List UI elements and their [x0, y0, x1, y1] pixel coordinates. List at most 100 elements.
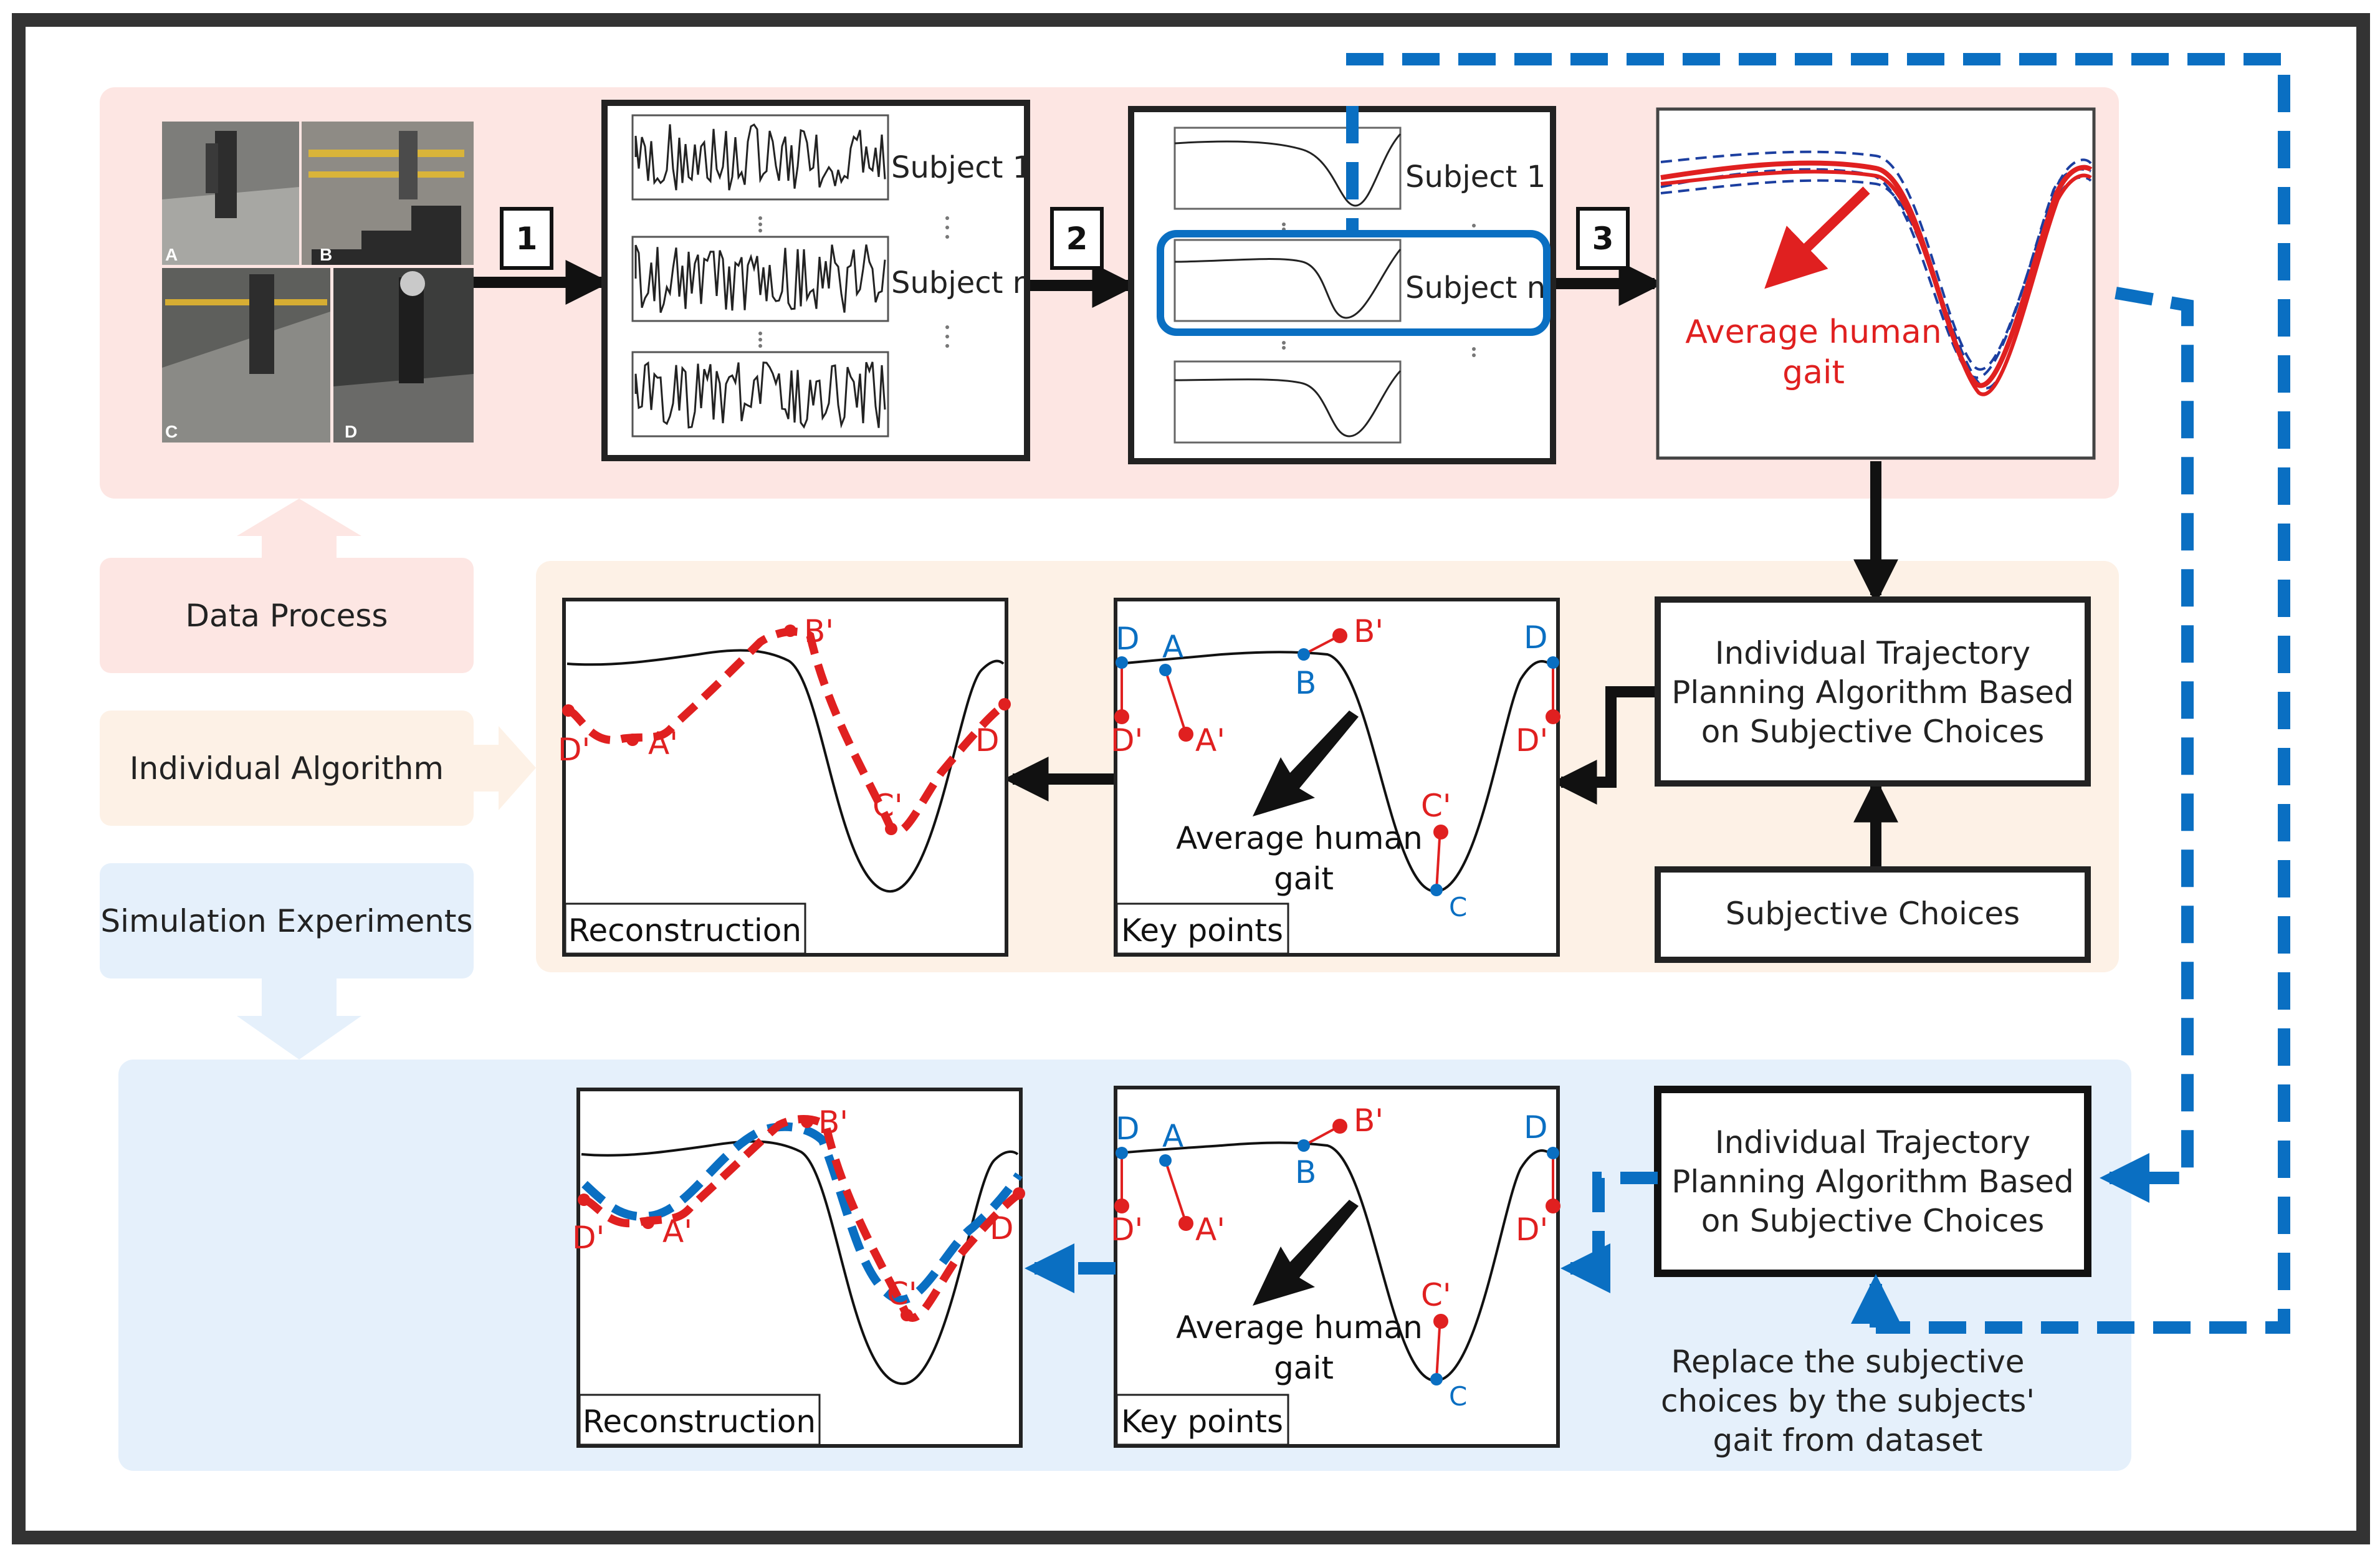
- rec-mid-label-box: [564, 902, 806, 955]
- kp-mid-label-box: [1116, 902, 1289, 955]
- curves-subjectn-label: Subject n: [1405, 270, 1546, 305]
- emg-subjectn-label: Subject n: [891, 266, 1031, 300]
- kp-bot-c-prime: C': [1421, 1277, 1451, 1313]
- kp-bot-d-prime-right: D': [1516, 1212, 1548, 1248]
- kp-mid-avg-line1: Average human: [1176, 820, 1423, 856]
- emg-trace-3: [634, 361, 886, 429]
- stairs-photo-b: [302, 122, 474, 265]
- kp-mid-c: C: [1449, 892, 1467, 922]
- curve-subject-n: [1174, 249, 1402, 319]
- kp-bot-a-prime: A': [1195, 1212, 1225, 1248]
- kp-bot-b-prime: B': [1354, 1103, 1384, 1139]
- kp-bot-b: B: [1295, 1154, 1316, 1190]
- kp-mid-d-prime-right: D': [1516, 722, 1548, 758]
- kp-mid-label: Key points: [1121, 912, 1283, 949]
- step3-box: [1576, 207, 1630, 270]
- kp-bot-avg-line1: Average human: [1176, 1309, 1423, 1346]
- curve-subject-1: [1174, 133, 1402, 207]
- keypoints-panel-bottom: [1114, 1086, 1560, 1448]
- blue-loop-dashed-line: [1346, 53, 2290, 1334]
- rec-mid-b-prime: B': [804, 613, 834, 649]
- subjective-choices-label: Subjective Choices: [1726, 896, 2020, 932]
- reconstruction-panel-mid: [562, 598, 1011, 957]
- simulation-label-box: [100, 863, 474, 978]
- algorithm-box: [1655, 596, 2091, 787]
- kp-mid-d-prime-left: D': [1111, 722, 1143, 758]
- curves-subject1-label: Subject 1: [1405, 160, 1546, 194]
- individual-algorithm-right-arrow: [474, 726, 536, 810]
- step3-label: 3: [1592, 221, 1614, 257]
- treadmill-photo-a: [162, 122, 299, 265]
- emg-trace-n: [634, 244, 886, 313]
- average-to-bottom-algorithm-dashed: [2100, 287, 2194, 1203]
- individual-algorithm-label-box: [100, 711, 474, 826]
- emg-subject1-label: Subject 1: [891, 150, 1031, 185]
- step2-box: [1050, 207, 1104, 270]
- rec-mid-c-prime: C': [872, 788, 903, 824]
- replace-note-line2: choices by the subjects': [1661, 1383, 2035, 1419]
- kp-bot-avg-line2: gait: [1274, 1350, 1334, 1386]
- kp-mid-a-prime: A': [1195, 722, 1225, 758]
- kp-mid-b: B: [1295, 665, 1316, 701]
- avg-red-2: [1660, 170, 2092, 396]
- curve-box-n: [1173, 239, 1402, 322]
- rec-bot-a-prime: A': [662, 1213, 692, 1250]
- rec-bot-c-prime: C': [887, 1276, 917, 1312]
- average-gait-line1: Average human: [1685, 313, 1941, 351]
- algorithm-bottom-line3: on Subjective Choices: [1701, 1203, 2045, 1239]
- reconstruction-panel-bottom: [576, 1088, 1025, 1448]
- kp-mid-a: A: [1162, 629, 1183, 665]
- rec-mid-label: Reconstruction: [568, 912, 801, 949]
- kp-mid-avg-line2: gait: [1274, 861, 1334, 897]
- kp-bot-c: C: [1449, 1381, 1467, 1412]
- rec-mid-a-prime: A': [648, 725, 678, 762]
- rec-bot-b-prime: B': [818, 1104, 848, 1141]
- rec-bot-d: D: [990, 1210, 1014, 1246]
- rec-bot-label-box: [578, 1394, 821, 1446]
- kp-bot-d-left: D: [1116, 1111, 1140, 1147]
- step2-label: 2: [1066, 221, 1088, 257]
- kp-bot-label: Key points: [1121, 1404, 1283, 1440]
- data-process-label: Data Process: [186, 598, 388, 634]
- photo-label-c: C: [165, 422, 178, 441]
- simulation-experiments-label: Simulation Experiments: [100, 903, 472, 939]
- rec-mid-d-prime: D': [558, 732, 590, 768]
- step1-box: [500, 207, 553, 270]
- algorithm-line2: Planning Algorithm Based: [1671, 674, 2074, 711]
- algorithm-line1: Individual Trajectory: [1715, 635, 2030, 671]
- photo-label-a: A: [165, 245, 178, 264]
- keypoints-panel-mid: [1114, 598, 1560, 957]
- step1-label: 1: [516, 221, 538, 257]
- algorithm-box-bottom: [1654, 1086, 2091, 1277]
- average-gait-line2: gait: [1782, 354, 1845, 391]
- kp-bot-d-right: D: [1524, 1109, 1548, 1146]
- kp-mid-c-prime: C': [1421, 788, 1451, 824]
- kp-mid-d-right: D: [1524, 620, 1548, 656]
- average-pointer-arrow: [1764, 186, 1870, 289]
- kp-mid-b-prime: B': [1354, 613, 1384, 649]
- algorithm-bottom-line1: Individual Trajectory: [1715, 1124, 2030, 1160]
- simulation-down-arrow: [237, 978, 361, 1060]
- rec-bot-d-prime: D': [572, 1220, 605, 1256]
- kp-bot-label-box: [1116, 1394, 1289, 1446]
- algorithm-to-keypoints-arrow: [1552, 686, 1658, 805]
- photo-label-d: D: [345, 422, 357, 441]
- individual-algorithm-label: Individual Algorithm: [130, 750, 444, 787]
- replace-note-line3: gait from dataset: [1713, 1422, 1982, 1458]
- kp-bot-a: A: [1162, 1118, 1183, 1154]
- emg-trace-1: [634, 123, 886, 191]
- emg-ellipsis: [758, 216, 949, 348]
- subjective-choices-box: [1655, 866, 2091, 963]
- kp-mid-d-left: D: [1116, 621, 1140, 657]
- data-process-label-box: [100, 558, 474, 673]
- data-process-up-arrow: [237, 499, 361, 558]
- rec-bot-label: Reconstruction: [583, 1404, 816, 1440]
- algorithm-line3: on Subjective Choices: [1701, 714, 2045, 750]
- algorithm-bottom-line2: Planning Algorithm Based: [1671, 1164, 2074, 1200]
- curve-subject-3: [1174, 370, 1402, 438]
- photo-label-b: B: [320, 245, 332, 264]
- treadmill-photo-d: [333, 268, 474, 443]
- rec-mid-d: D: [975, 722, 1000, 758]
- curve-box-3: [1173, 360, 1402, 444]
